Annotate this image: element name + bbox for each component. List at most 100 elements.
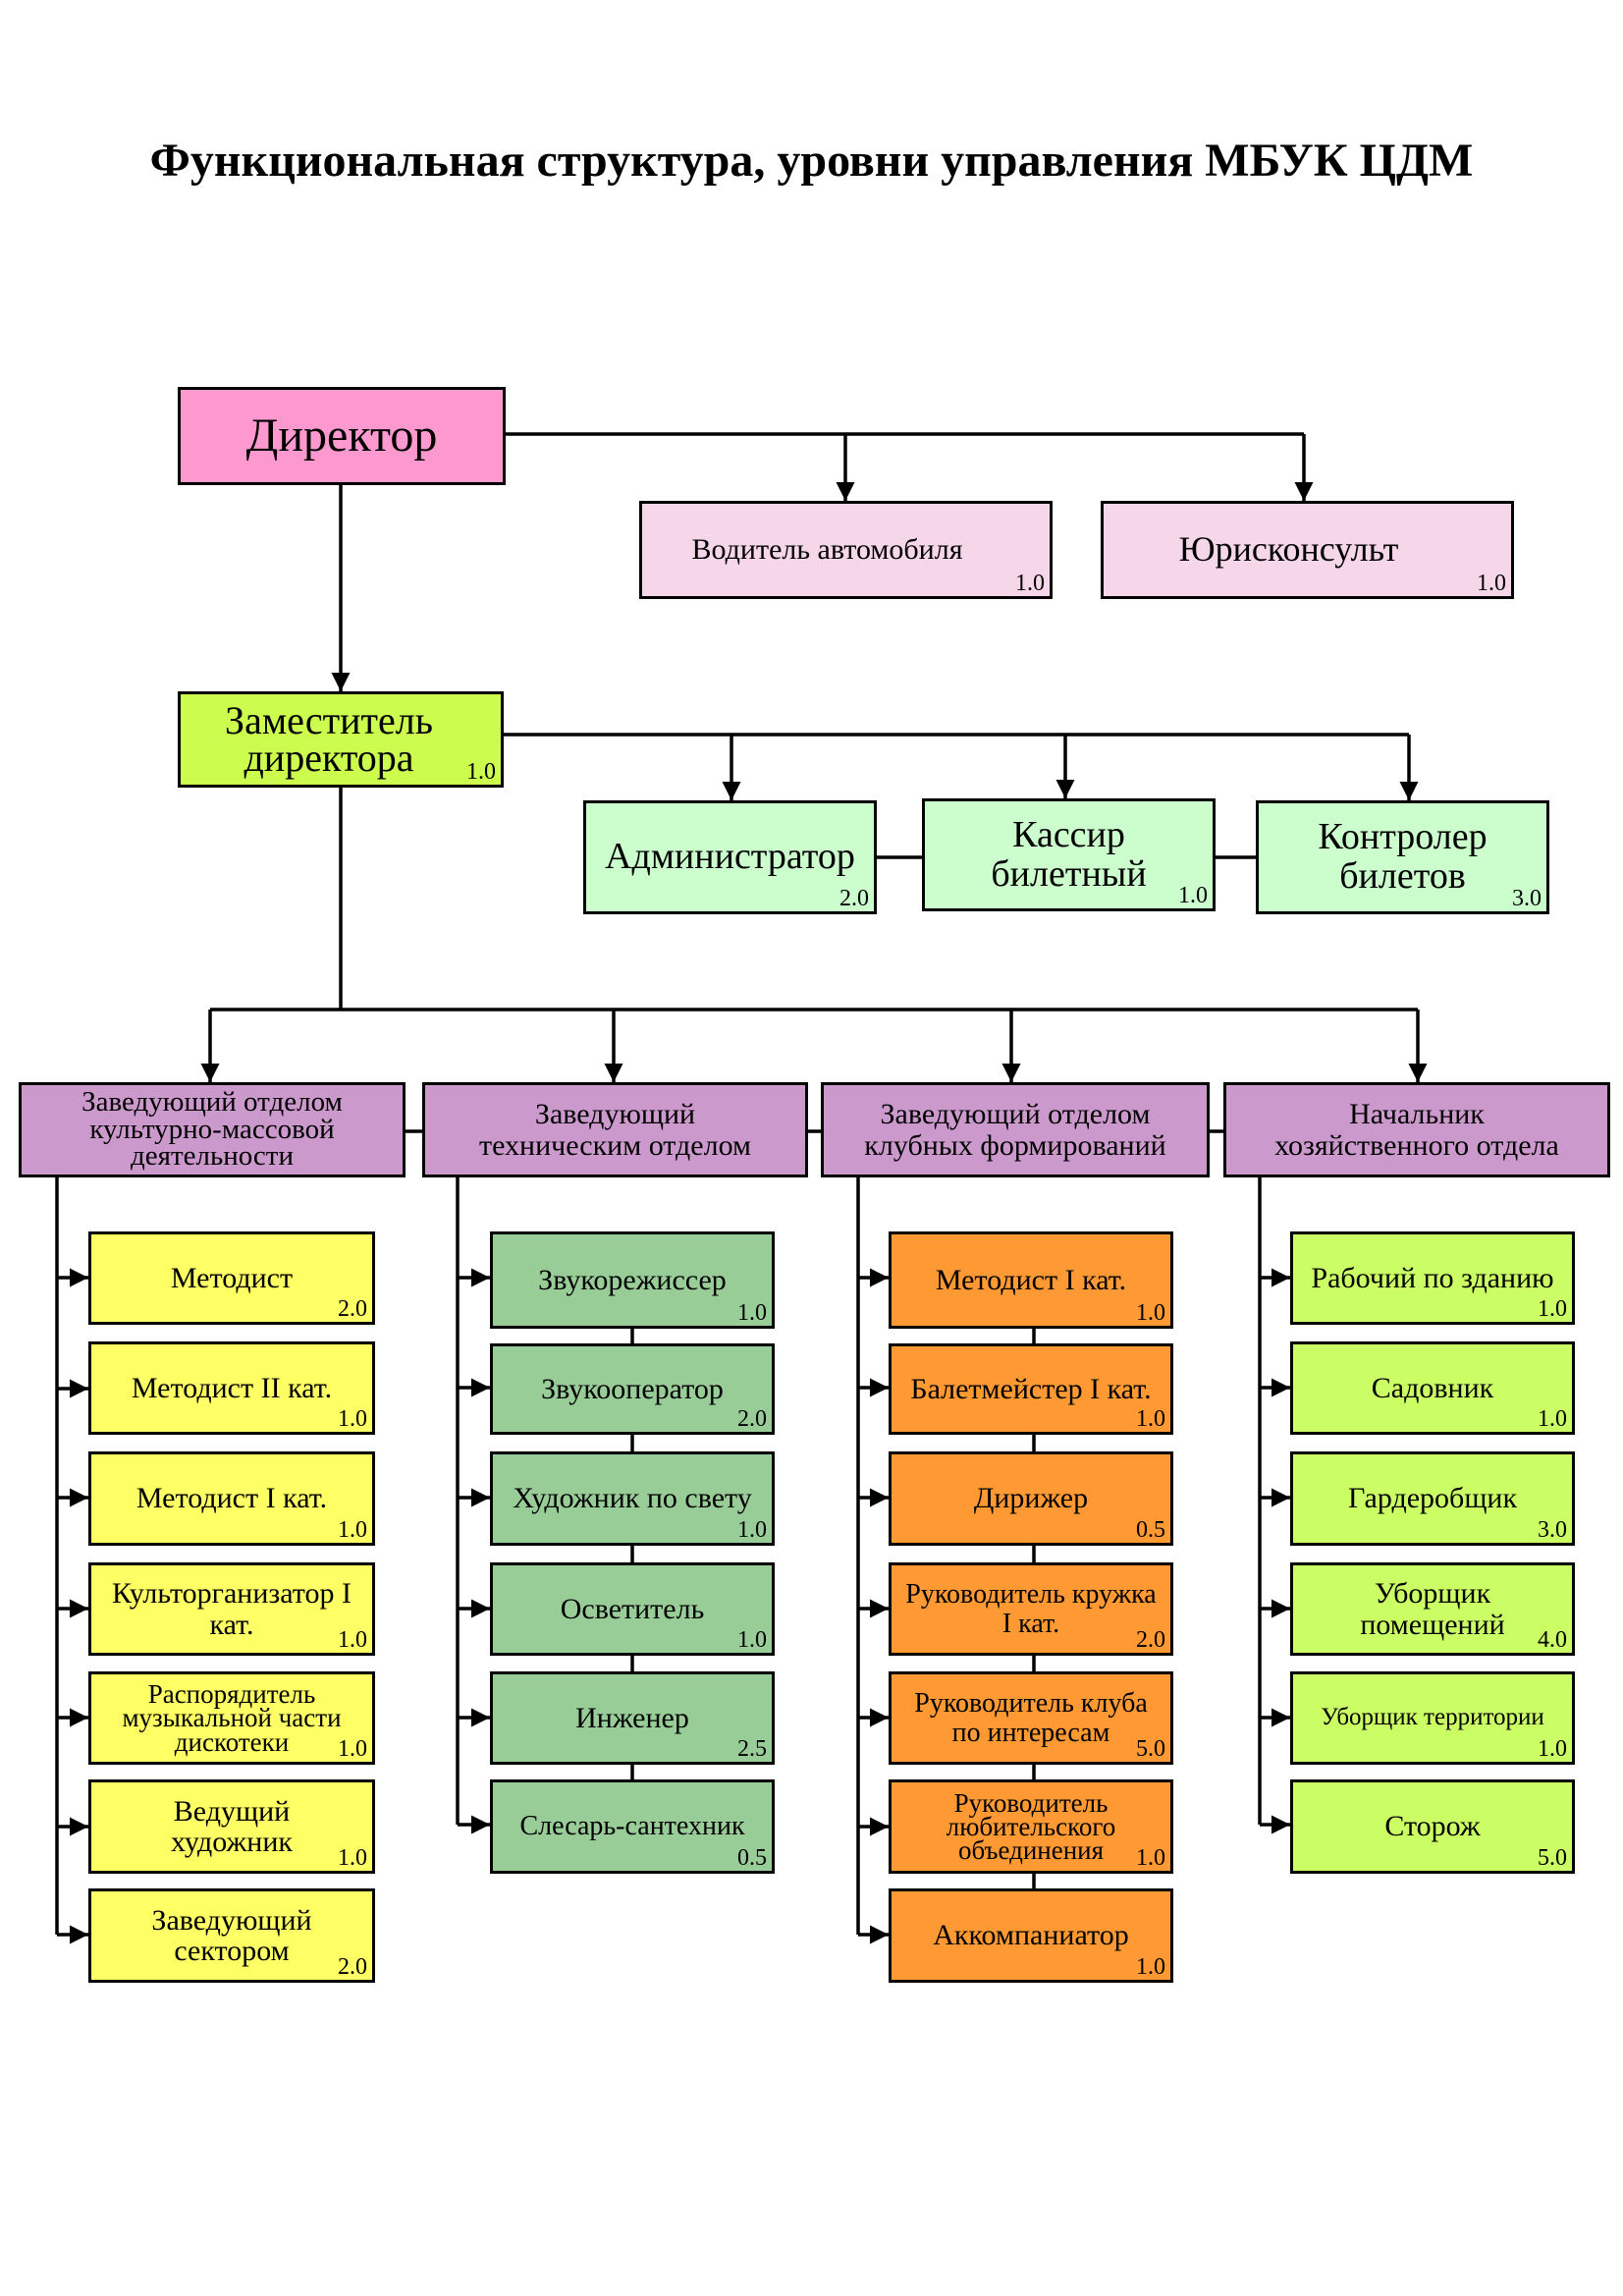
department-head-label: Начальник хозяйственного отдела	[1274, 1098, 1559, 1162]
staff-rate: 0.5	[737, 1845, 767, 1871]
staff-rate: 4.0	[1538, 1627, 1567, 1653]
cashier-label: Кассир билетный	[991, 813, 1147, 895]
staff-box: Методист 2.0	[88, 1231, 375, 1325]
staff-box: Распорядитель музыкальной части дискотек…	[88, 1671, 375, 1765]
department-head-clubs: Заведующий отделом клубных формирований	[821, 1082, 1210, 1177]
staff-label: Инженер	[575, 1701, 689, 1734]
deputy-director-rate: 1.0	[466, 759, 496, 785]
legal-advisor-rate: 1.0	[1477, 571, 1506, 596]
staff-box: Руководитель кружка I кат. 2.0	[889, 1562, 1173, 1656]
staff-rate: 1.0	[338, 1736, 367, 1762]
staff-label: Сторож	[1384, 1810, 1481, 1843]
staff-box: Руководитель любительского объединения 1…	[889, 1779, 1173, 1874]
staff-box: Руководитель клуба по интересам 5.0	[889, 1671, 1173, 1765]
staff-rate: 1.0	[1136, 1406, 1165, 1432]
staff-rate: 1.0	[1136, 1845, 1165, 1871]
staff-label: Заведующий сектором	[151, 1903, 312, 1967]
staff-box: Рабочий по зданию 1.0	[1290, 1231, 1575, 1325]
staff-rate: 1.0	[1538, 1406, 1567, 1432]
staff-box: Культорганизатор I кат. 1.0	[88, 1562, 375, 1656]
staff-label: Ведущий художник	[171, 1794, 293, 1858]
legal-advisor-box: Юрисконсульт 1.0	[1101, 501, 1514, 599]
staff-box: Уборщик помещений 4.0	[1290, 1562, 1575, 1656]
staff-box: Звукооператор 2.0	[490, 1343, 775, 1435]
ticket-controller-rate: 3.0	[1512, 886, 1542, 911]
staff-label: Аккомпаниатор	[933, 1919, 1129, 1952]
staff-box: Инженер 2.5	[490, 1671, 775, 1765]
staff-label: Садовник	[1371, 1371, 1494, 1404]
staff-box: Уборщик территории 1.0	[1290, 1671, 1575, 1765]
administrator-label: Администратор	[605, 836, 855, 878]
staff-rate: 1.0	[338, 1517, 367, 1543]
staff-label: Методист I кат.	[935, 1263, 1127, 1296]
staff-label: Уборщик помещений	[1360, 1577, 1505, 1641]
staff-label: Культорганизатор I кат.	[112, 1577, 352, 1641]
department-head-household: Начальник хозяйственного отдела	[1223, 1082, 1610, 1177]
staff-rate: 5.0	[1136, 1736, 1165, 1762]
staff-box: Методист I кат. 1.0	[889, 1231, 1173, 1329]
staff-label: Уборщик территории	[1321, 1704, 1544, 1731]
staff-box: Методист I кат. 1.0	[88, 1451, 375, 1546]
staff-label: Руководитель кружка I кат.	[905, 1579, 1157, 1639]
staff-label: Звукооператор	[541, 1372, 724, 1405]
staff-box: Методист II кат. 1.0	[88, 1341, 375, 1435]
staff-rate: 0.5	[1136, 1517, 1165, 1543]
staff-label: Звукорежиссер	[538, 1263, 727, 1296]
staff-box: Ведущий художник 1.0	[88, 1779, 375, 1874]
staff-label: Осветитель	[560, 1592, 705, 1625]
staff-rate: 2.0	[1136, 1627, 1165, 1653]
staff-box: Звукорежиссер 1.0	[490, 1231, 775, 1329]
page-title: Функциональная структура, уровни управле…	[149, 135, 1474, 187]
staff-label: Методист I кат.	[135, 1482, 328, 1515]
department-head-technical: Заведующий техническим отделом	[422, 1082, 808, 1177]
driver-box: Водитель автомобиля 1.0	[639, 501, 1053, 599]
staff-label: Распорядитель музыкальной части дискотек…	[122, 1679, 342, 1757]
cashier-rate: 1.0	[1178, 883, 1208, 908]
department-head-label: Заведующий отделом клубных формирований	[864, 1098, 1166, 1162]
department-head-label: Заведующий техническим отделом	[478, 1098, 751, 1162]
staff-box: Гардеробщик 3.0	[1290, 1451, 1575, 1546]
staff-rate: 2.0	[338, 1954, 367, 1980]
administrator-rate: 2.0	[839, 886, 869, 911]
staff-label: Руководитель клуба по интересам	[914, 1688, 1148, 1748]
administrator-box: Администратор 2.0	[583, 800, 877, 914]
staff-box: Садовник 1.0	[1290, 1341, 1575, 1435]
staff-rate: 1.0	[1538, 1296, 1567, 1322]
staff-box: Художник по свету 1.0	[490, 1451, 775, 1546]
staff-rate: 1.0	[737, 1300, 767, 1326]
ticket-controller-label: Контролер билетов	[1318, 816, 1488, 897]
director-box: Директор	[178, 387, 506, 485]
staff-box: Балетмейстер I кат. 1.0	[889, 1343, 1173, 1435]
staff-label: Рабочий по зданию	[1311, 1261, 1554, 1294]
staff-rate: 1.0	[338, 1627, 367, 1653]
staff-box: Заведующий сектором 2.0	[88, 1888, 375, 1983]
staff-rate: 1.0	[1136, 1300, 1165, 1326]
staff-box: Осветитель 1.0	[490, 1562, 775, 1656]
staff-box: Аккомпаниатор 1.0	[889, 1888, 1173, 1983]
staff-label: Гардеробщик	[1347, 1482, 1518, 1515]
deputy-director-box: Заместитель директора 1.0	[178, 691, 504, 788]
legal-advisor-label: Юрисконсульт	[1178, 529, 1399, 570]
staff-rate: 3.0	[1538, 1517, 1567, 1543]
staff-rate: 1.0	[737, 1627, 767, 1653]
staff-label: Слесарь-сантехник	[519, 1811, 745, 1842]
staff-rate: 2.5	[737, 1736, 767, 1762]
driver-label: Водитель автомобиля	[691, 533, 963, 567]
staff-rate: 1.0	[1538, 1736, 1567, 1762]
ticket-controller-box: Контролер билетов 3.0	[1256, 800, 1549, 914]
staff-label: Руководитель любительского объединения	[946, 1787, 1116, 1866]
driver-rate: 1.0	[1015, 571, 1045, 596]
staff-rate: 2.0	[737, 1406, 767, 1432]
staff-label: Методист II кат.	[131, 1371, 333, 1404]
staff-label: Художник по свету	[513, 1482, 752, 1515]
staff-rate: 1.0	[338, 1406, 367, 1432]
staff-box: Сторож 5.0	[1290, 1779, 1575, 1874]
staff-label: Дирижер	[973, 1482, 1089, 1515]
department-head-label: Заведующий отделом культурно-массовой де…	[81, 1085, 343, 1173]
staff-rate: 2.0	[338, 1296, 367, 1322]
cashier-box: Кассир билетный 1.0	[922, 798, 1216, 911]
staff-rate: 1.0	[1136, 1954, 1165, 1980]
director-label: Директор	[245, 409, 438, 462]
staff-box: Слесарь-сантехник 0.5	[490, 1779, 775, 1874]
